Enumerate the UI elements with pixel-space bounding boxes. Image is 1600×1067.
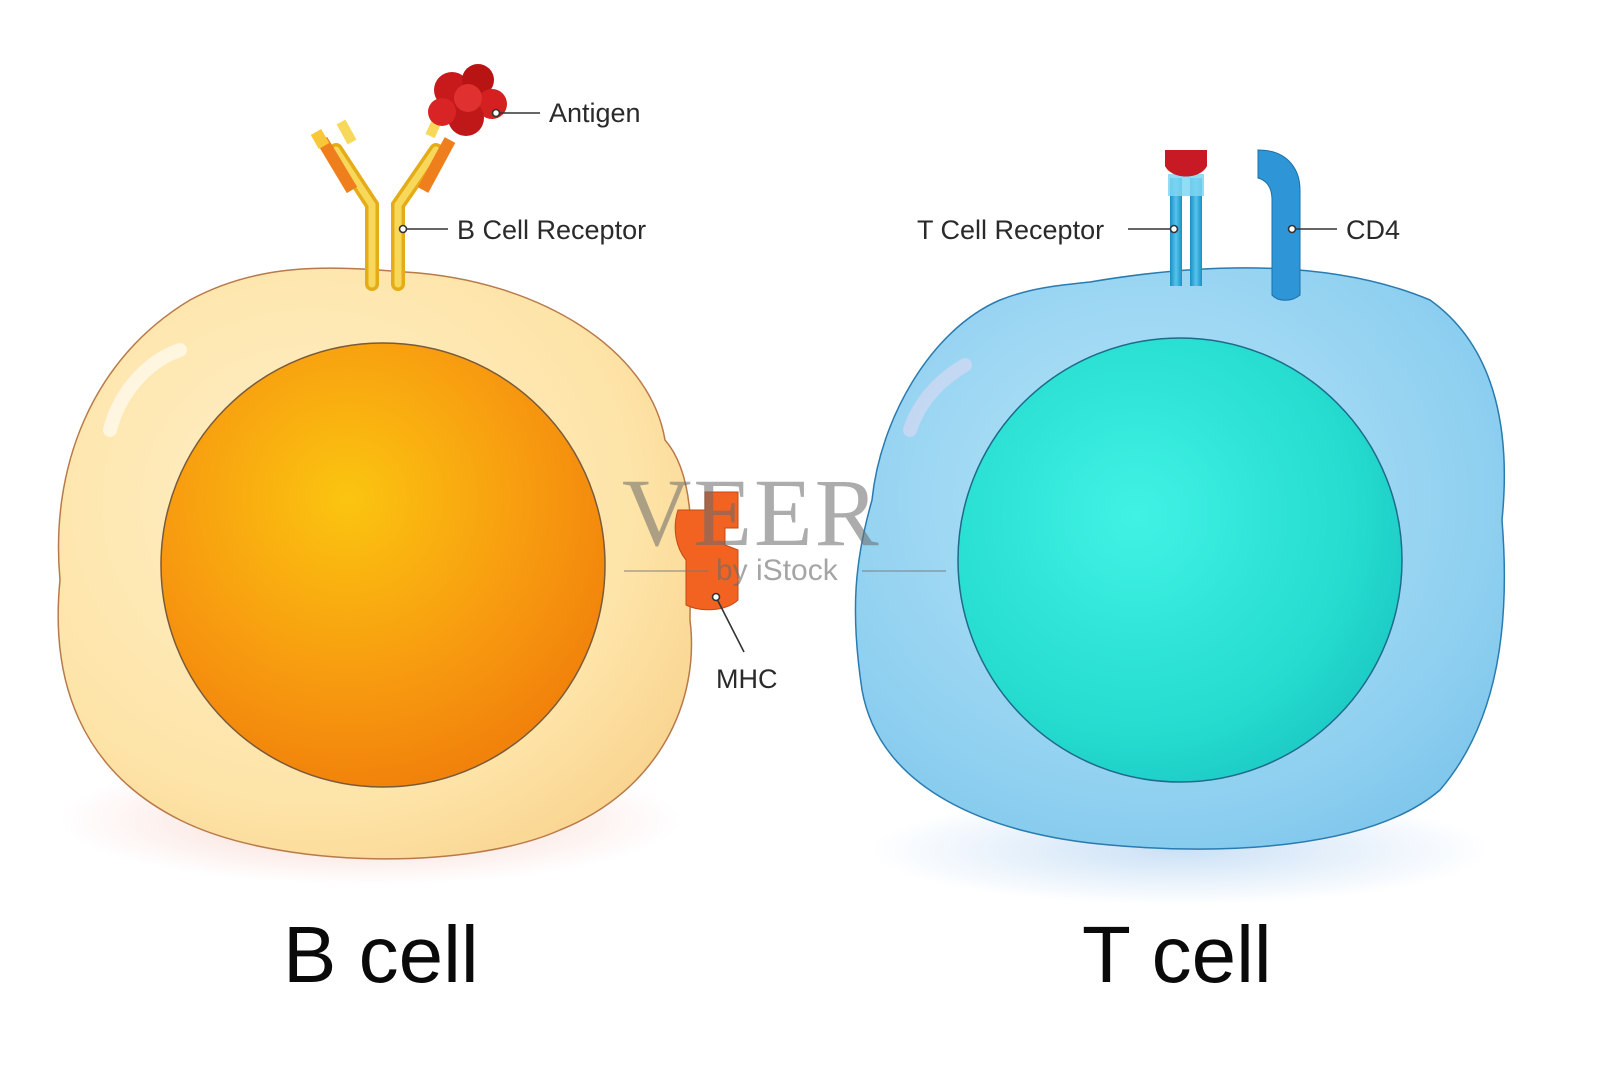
t-cell-receptor <box>1165 150 1207 286</box>
label-cd4-text: CD4 <box>1346 215 1400 245</box>
b-cell-highlight <box>103 343 187 437</box>
title-b-cell: B cell <box>283 910 479 999</box>
cd4-molecule <box>1257 149 1301 301</box>
t-cell-highlight <box>903 358 972 437</box>
watermark-byline: by iStock <box>716 554 839 587</box>
label-t-cell-receptor: T Cell Receptor <box>917 215 1179 245</box>
watermark: VEER by iStock <box>622 459 946 587</box>
label-b-cell-receptor-text: B Cell Receptor <box>457 215 646 245</box>
watermark-brand: VEER <box>622 459 881 566</box>
label-antigen-text: Antigen <box>549 98 641 128</box>
label-mhc: MHC <box>711 592 778 694</box>
label-antigen: Antigen <box>491 98 641 128</box>
b-cell-receptor <box>310 109 456 291</box>
b-cell-nucleus <box>160 342 606 788</box>
t-cell <box>854 149 1506 905</box>
label-cd4: CD4 <box>1287 215 1400 245</box>
label-b-cell-receptor: B Cell Receptor <box>398 215 646 245</box>
antigen-molecule <box>428 64 507 136</box>
b-cell <box>57 64 739 885</box>
t-cell-nucleus <box>957 337 1403 783</box>
mhc-molecule <box>674 491 739 611</box>
label-mhc-text: MHC <box>716 664 778 694</box>
title-t-cell: T cell <box>1082 910 1272 999</box>
label-t-cell-receptor-text: T Cell Receptor <box>917 215 1104 245</box>
